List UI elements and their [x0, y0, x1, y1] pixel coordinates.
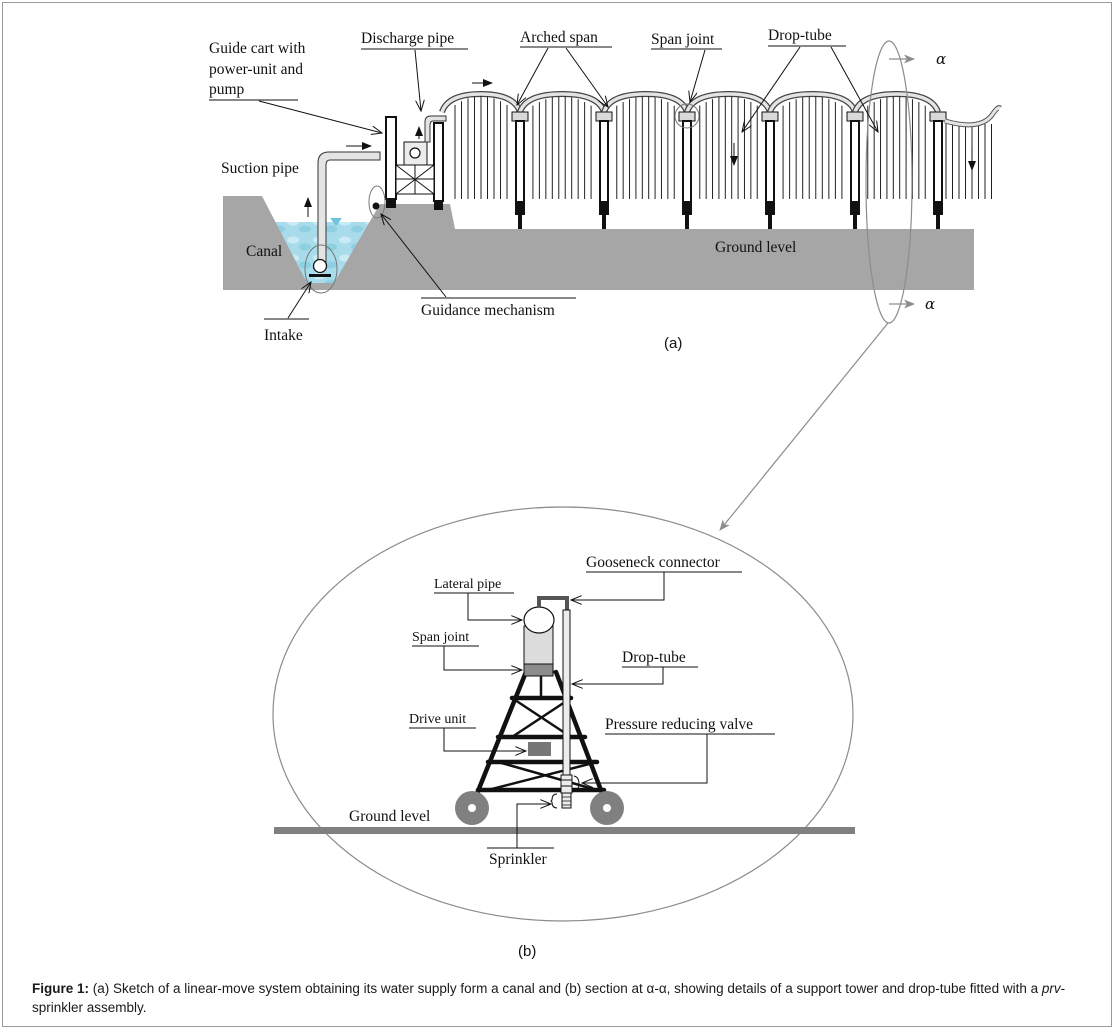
- span-joint-cap: [761, 111, 779, 122]
- lateral-pipe: [523, 606, 555, 634]
- guide-cart: [368, 116, 444, 219]
- tower-wheel: [515, 201, 525, 215]
- discharge-pipe: [424, 115, 447, 143]
- support-tower-leg: [515, 120, 525, 204]
- tower-wheel: [682, 201, 692, 215]
- span-joint-cap: [678, 111, 696, 122]
- arched-span-pipe-core: [768, 92, 857, 113]
- span-joint-cap: [846, 111, 864, 122]
- label-canal: Canal: [246, 243, 282, 260]
- tower-wheel: [933, 201, 943, 215]
- span-joint-highlight: [674, 103, 700, 129]
- label-sprinkler: Sprinkler: [489, 851, 548, 868]
- arched-spans: [439, 90, 992, 229]
- figure-caption: Figure 1: (a) Sketch of a linear-move sy…: [32, 979, 1092, 1017]
- suction-pipe: [317, 151, 381, 263]
- tower-wheel: [599, 201, 609, 215]
- label-gooseneck-connector: Gooseneck connector: [586, 554, 721, 571]
- flow-arrows: [304, 79, 976, 217]
- leaders-b: [409, 571, 775, 849]
- arched-span-pipe-core: [440, 92, 522, 113]
- section-leader: [719, 322, 889, 531]
- caption-text-2: -sprinkler assembly.: [32, 981, 1066, 1015]
- label-guidance-mechanism: Guidance mechanism: [421, 302, 555, 319]
- tower-wheel-stub: [518, 215, 522, 229]
- tower-wheel-stub: [685, 215, 689, 229]
- label-panel-b: (b): [518, 943, 536, 960]
- label-ground-level-b: Ground level: [349, 808, 430, 825]
- label-intake: Intake: [264, 327, 303, 344]
- diagram-svg: Guide cart with power-unit and pump Disc…: [209, 27, 1002, 960]
- label-alpha-bottom: α: [925, 295, 935, 313]
- caption-italic: prv: [1041, 981, 1061, 996]
- label-alpha-top: α: [936, 50, 946, 68]
- label-guide-cart-3: pump: [209, 81, 245, 98]
- tower-wheel: [765, 201, 775, 215]
- drive-unit: [528, 742, 551, 756]
- sprinkler-head: [561, 792, 572, 809]
- label-pressure-reducing-valve: Pressure reducing valve: [605, 716, 753, 733]
- water-level-mark: [330, 218, 342, 226]
- ground-profile: [223, 196, 974, 290]
- ground-bar-b: [274, 827, 855, 834]
- pressure-reducing-valve: [560, 774, 573, 794]
- tower-wheel-stub: [768, 215, 772, 229]
- arched-span-pipe-core: [853, 92, 940, 113]
- label-suction-pipe: Suction pipe: [221, 160, 299, 177]
- tower-wheel-stub: [602, 215, 606, 229]
- panel-a: Guide cart with power-unit and pump Disc…: [209, 27, 1002, 531]
- intake-assembly: [304, 244, 338, 294]
- label-guide-cart-1: Guide cart with: [209, 40, 306, 57]
- label-drop-tube: Drop-tube: [768, 27, 832, 44]
- span-joint-cap: [929, 111, 947, 122]
- label-discharge-pipe: Discharge pipe: [361, 30, 454, 47]
- section-alpha-ellipse: [865, 40, 913, 324]
- arched-span-pipe-core: [602, 92, 689, 113]
- label-arched-span: Arched span: [520, 29, 598, 46]
- gooseneck-connector: [537, 596, 569, 612]
- drop-tube-pipe: [562, 609, 571, 776]
- support-tower-leg: [933, 120, 943, 204]
- tower-wheel-stub: [936, 215, 940, 229]
- caption-label: Figure 1:: [32, 981, 90, 996]
- span-joint-cap: [595, 111, 613, 122]
- label-guide-cart-2: power-unit and: [209, 61, 303, 78]
- support-tower-leg: [599, 120, 609, 204]
- support-tower-leg: [765, 120, 775, 204]
- support-tower-leg: [850, 120, 860, 204]
- label-drive-unit: Drive unit: [409, 712, 466, 727]
- tower-wheel: [850, 201, 860, 215]
- tower-wheel-stub: [853, 215, 857, 229]
- label-ground-level-a: Ground level: [715, 239, 796, 256]
- leaders-a: [209, 45, 878, 320]
- label-panel-a: (a): [664, 335, 682, 352]
- support-tower-leg: [682, 120, 692, 204]
- detail-ellipse: [272, 506, 854, 922]
- caption-text-1: (a) Sketch of a linear-move system obtai…: [89, 981, 1042, 996]
- tower-wheels: [455, 791, 624, 825]
- label-lateral-pipe: Lateral pipe: [434, 577, 501, 592]
- panel-b: Gooseneck connector Lateral pipe Span jo…: [272, 506, 855, 960]
- span-joint-cap: [511, 111, 529, 122]
- label-drop-tube-b: Drop-tube: [622, 649, 686, 666]
- label-span-joint-b: Span joint: [412, 630, 469, 645]
- label-span-joint: Span joint: [651, 31, 715, 48]
